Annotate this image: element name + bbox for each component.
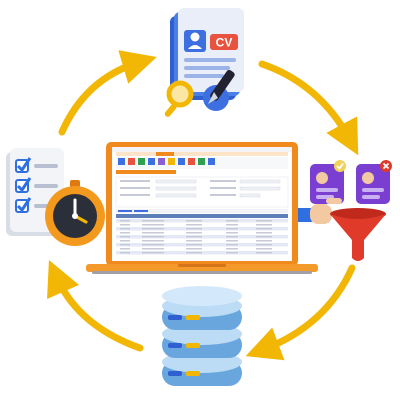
arrow-top-left [58, 50, 157, 136]
app-screen-content [112, 147, 292, 255]
arrow-top-right [258, 60, 359, 156]
stopwatch-icon [45, 180, 105, 246]
pen-icon [203, 69, 235, 111]
cv-badge-text: CV [216, 36, 233, 50]
arrow-bottom-left [47, 259, 144, 352]
magnifier-icon [164, 80, 194, 117]
database-server-icon [158, 284, 246, 396]
checklist-stopwatch-icon [2, 146, 114, 254]
cv-document-icon: CV [160, 8, 252, 120]
laptop [86, 142, 318, 276]
candidate-cards-icon [310, 160, 392, 204]
funnel-icon [330, 208, 386, 261]
cv-badge [210, 34, 238, 50]
arrow-bottom-right [245, 264, 356, 361]
candidate-screening-icon [292, 158, 396, 268]
